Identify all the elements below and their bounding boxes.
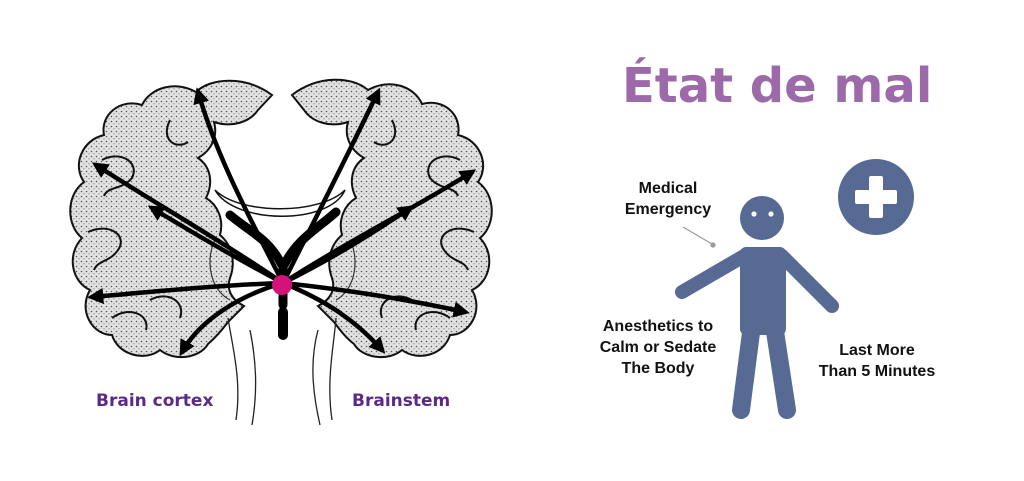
seizure-focus xyxy=(272,275,292,295)
medical-emergency-leader xyxy=(682,226,713,245)
person-figure-icon xyxy=(675,196,839,419)
last-more-line1: Last More xyxy=(839,342,915,359)
anesthetics-line3: The Body xyxy=(621,360,695,377)
brain-diagram xyxy=(69,78,493,426)
page-title: État de mal xyxy=(622,58,933,114)
anesthetics-line2: Calm or Sedate xyxy=(599,339,717,356)
brainstem-label: Brainstem xyxy=(352,391,451,411)
medical-emergency-line2: Emergency xyxy=(624,201,712,218)
leader-dot xyxy=(710,242,716,248)
last-more-line2: Than 5 Minutes xyxy=(818,363,936,380)
medical-emergency-label: Medical Emergency xyxy=(612,178,724,220)
medical-emergency-line1: Medical xyxy=(638,180,698,197)
anesthetics-label: Anesthetics to Calm or Sedate The Body xyxy=(582,316,734,379)
brain-cortex-label: Brain cortex xyxy=(96,391,214,411)
medical-cross-icon xyxy=(838,159,914,235)
anesthetics-line1: Anesthetics to xyxy=(602,318,714,335)
last-more-label: Last More Than 5 Minutes xyxy=(802,340,952,382)
